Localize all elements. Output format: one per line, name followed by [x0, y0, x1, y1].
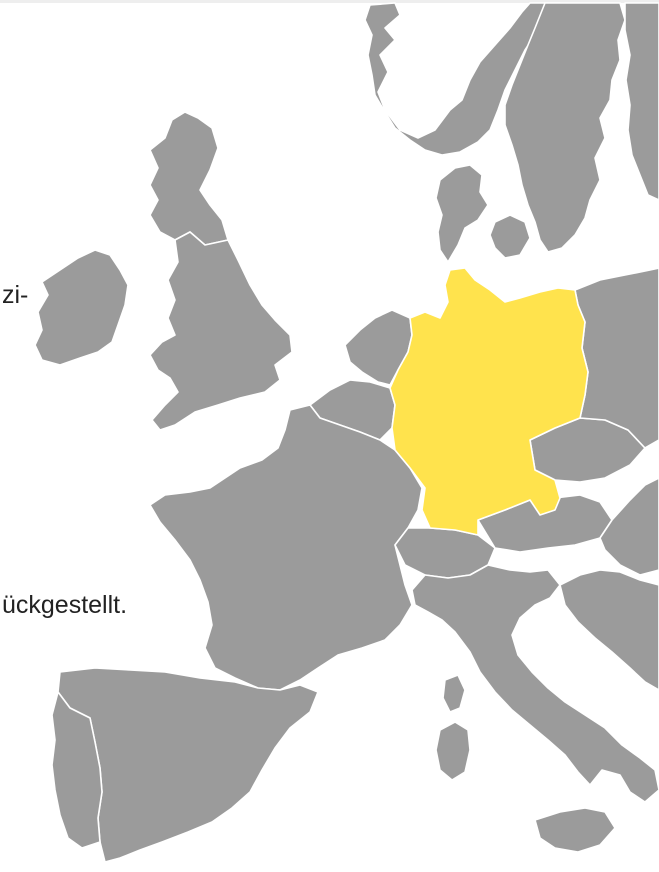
country-sweden — [504, 2, 626, 253]
country-england — [149, 231, 293, 431]
country-denmark — [435, 164, 489, 263]
country-slovakia-hungary — [599, 477, 659, 576]
country-slovenia-croatia — [559, 569, 659, 691]
country-sardinia — [435, 721, 471, 781]
top-divider — [0, 0, 659, 3]
country-germany — [389, 267, 589, 536]
body-text-fragment-2: ückgestellt. — [2, 591, 128, 619]
country-ireland — [34, 249, 129, 366]
country-sicily — [534, 807, 616, 853]
country-finland — [624, 2, 659, 201]
country-scotland — [149, 111, 229, 246]
country-italy — [411, 564, 659, 803]
country-portugal — [51, 691, 103, 849]
body-text-fragment-1: zi- — [2, 281, 29, 309]
country-denmark-islands — [489, 214, 531, 259]
country-corsica — [442, 674, 466, 713]
country-switzerland — [394, 527, 496, 579]
country-france — [149, 404, 423, 691]
